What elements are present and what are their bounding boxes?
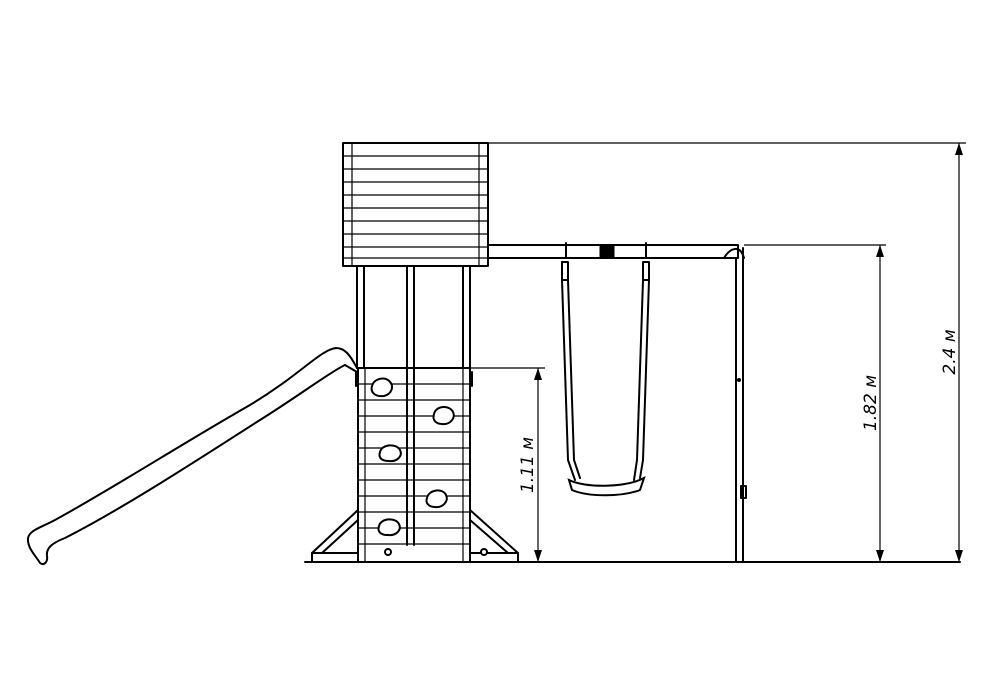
hold-5 xyxy=(377,518,401,537)
dim-label-total: 2.4 м xyxy=(940,329,960,374)
swing xyxy=(561,261,650,497)
dimension-platform: 1.11 м xyxy=(470,367,545,562)
hold-3 xyxy=(378,444,402,463)
hold-2 xyxy=(432,406,455,426)
swing-seat xyxy=(567,475,646,497)
dimension-total: 2.4 м xyxy=(488,142,966,562)
climbing-holds xyxy=(370,377,455,537)
swing-beam xyxy=(487,242,745,259)
hold-1 xyxy=(370,377,393,398)
base-supports xyxy=(311,509,519,563)
slide xyxy=(26,347,358,566)
swing-post xyxy=(735,247,747,563)
dim-label-platform: 1.11 м xyxy=(518,437,538,493)
tower-posts xyxy=(356,265,471,546)
hold-4 xyxy=(425,489,448,509)
dimension-swing-beam: 1.82 м xyxy=(744,244,886,562)
dim-label-swing-beam: 1.82 м xyxy=(861,375,881,431)
roof xyxy=(342,142,489,267)
